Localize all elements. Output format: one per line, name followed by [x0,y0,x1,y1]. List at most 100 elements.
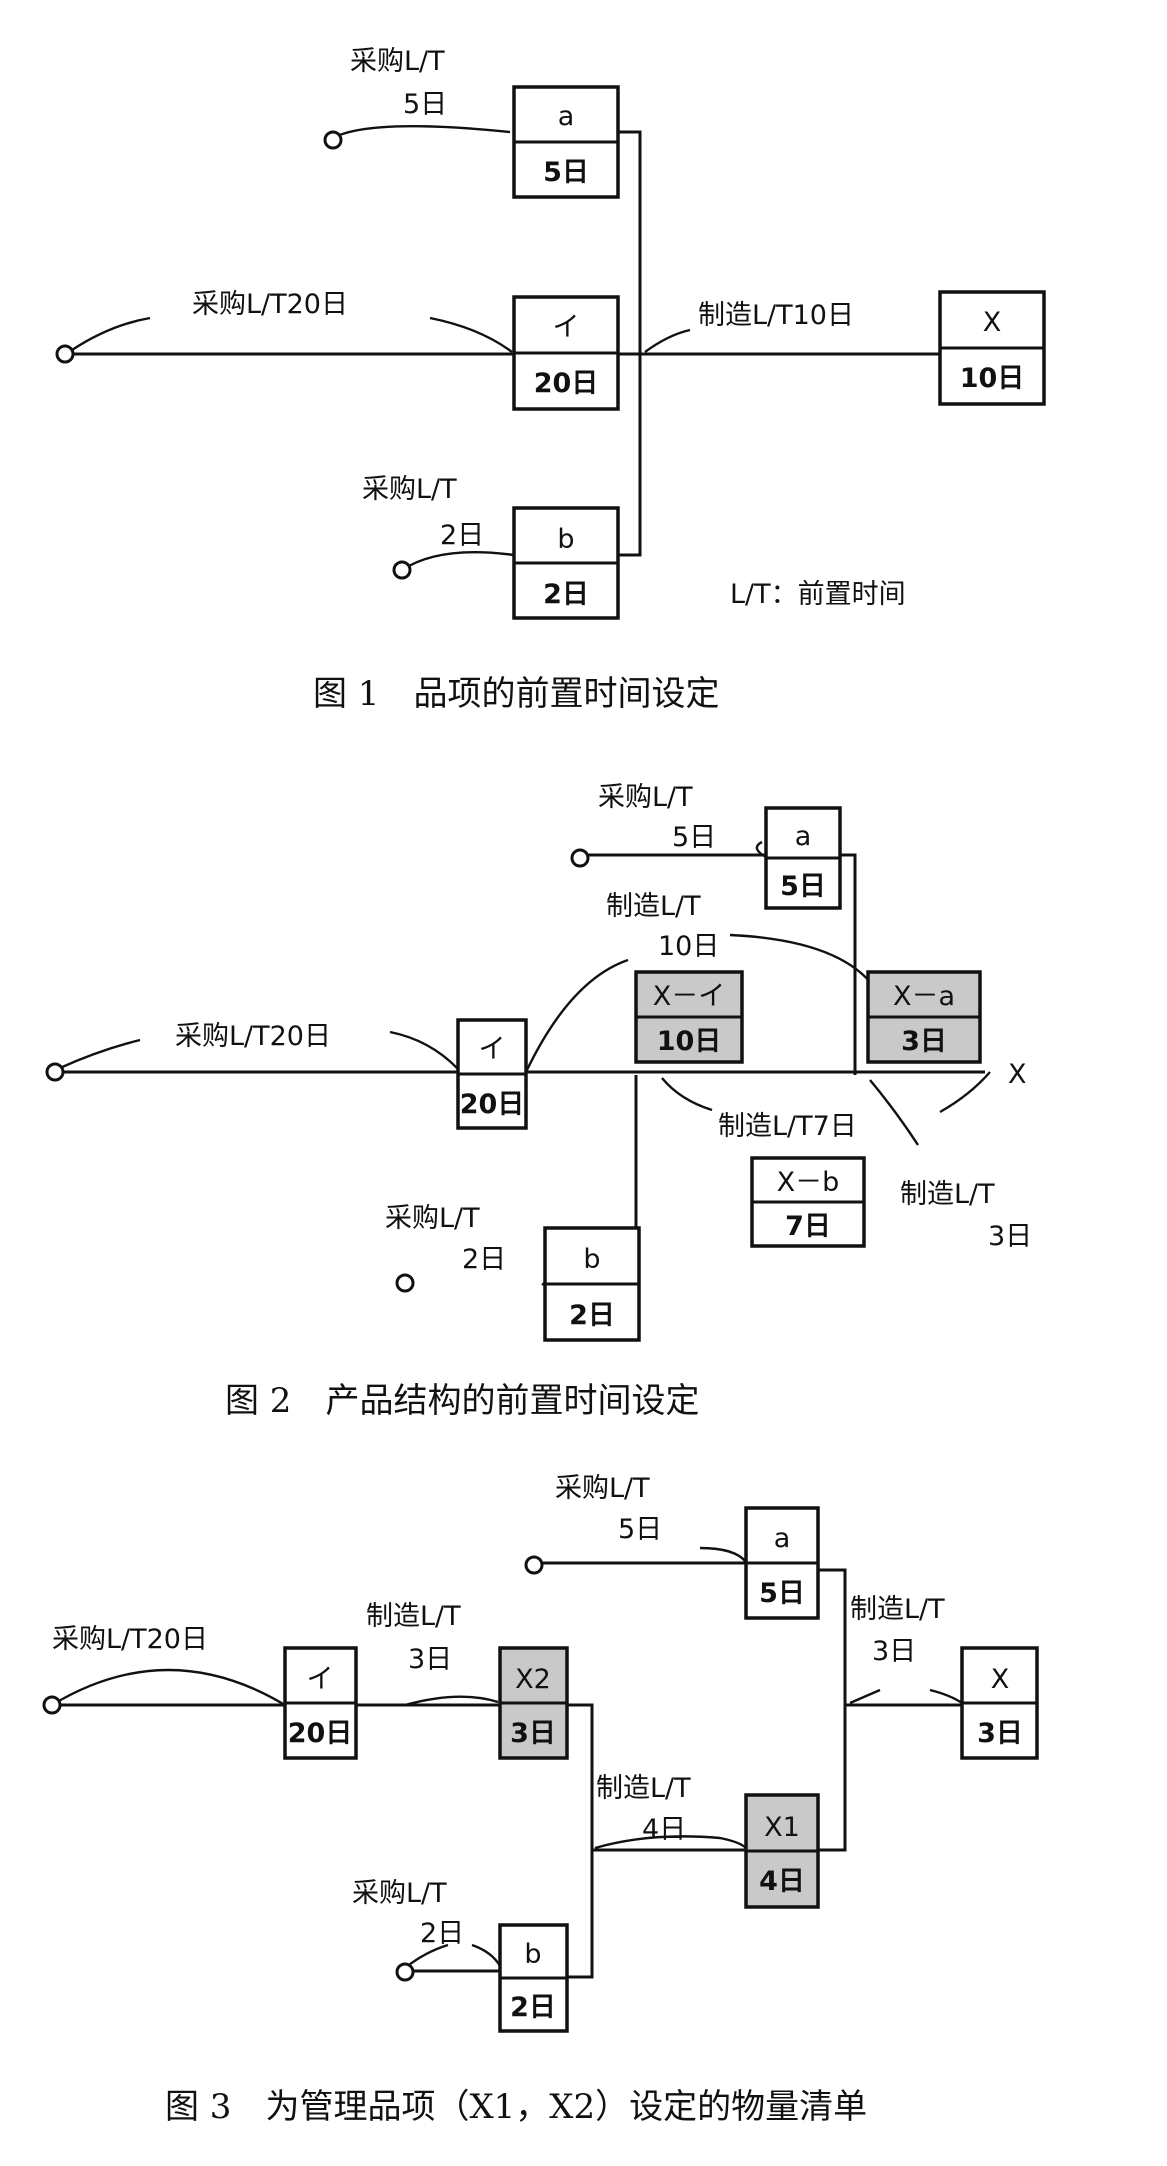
fig3-box-x2-name: X2 [515,1664,551,1695]
fig2-label-b-lt-line2: 2日 [462,1244,506,1275]
fig2-box-xb: X－b 7日 [750,1156,866,1248]
fig1-legend: L/T：前置时间 [730,579,906,610]
fig3-box-x1-days: 4日 [759,1866,805,1897]
fig1-wire-a [618,130,642,557]
fig3-box-a-days: 5日 [759,1578,805,1609]
fig2-leader-i [59,1038,141,1070]
fig1-leader-i [71,316,151,352]
fig3-box-x2-days: 3日 [510,1718,556,1749]
fig3-caption: 图 3 为管理品项（X1，X2）设定的物量清单 [165,2087,867,2127]
fig3-label-b-lt-line2: 2日 [420,1918,464,1949]
fig2-box-a: a 5日 [764,806,842,910]
fig2-box-i-days: 20日 [460,1089,525,1120]
fig2-label-xa-lt-line1: 制造L/T [900,1179,995,1210]
fig1-wire-b-in [401,550,515,572]
fig2-start-node-b [395,1273,415,1293]
fig3-label-a-lt-line1: 采购L/T [555,1473,650,1504]
fig2-label-xi-lt-line2: 10日 [658,931,719,962]
fig2-box-i-name: イ [479,1034,506,1065]
fig2-leader-i2 [389,1030,459,1070]
fig2-leader-end2 [869,1079,920,1146]
fig1-box-b: b 2日 [512,506,620,620]
fig1-start-node-b [392,560,412,580]
fig3-leader-x [849,1688,963,1705]
fig3-box-x-name: X [991,1664,1010,1695]
fig2-box-xa-days: 3日 [901,1026,947,1057]
fig3-wire-x2-x1 [565,1703,594,1979]
fig1-box-a-days: 5日 [543,157,589,188]
fig2-label-xa-lt-line2: 3日 [988,1221,1032,1252]
fig2-label-x-end: X [1008,1059,1027,1090]
fig3-box-x-days: 3日 [977,1718,1023,1749]
fig2-start-node-a [570,848,590,868]
fig3-wire-x1-x [818,1568,847,1852]
fig1-label-a-lt-line2: 5日 [403,89,447,120]
fig3-label-a-lt-line2: 5日 [618,1514,662,1545]
fig3-label-x1-lt-line2: 4日 [642,1814,686,1845]
fig1-box-a-name: a [558,101,575,132]
fig3-box-b-days: 2日 [510,1992,556,2023]
fig3-leader-a [699,1546,747,1563]
fig2-leader-xa [729,933,876,989]
fig3-start-node-a [524,1555,544,1575]
fig1-leader-i2 [429,316,513,353]
fig2-box-xb-days: 7日 [785,1211,831,1242]
fig2-label-xb-lt: 制造L/T7日 [718,1111,857,1142]
fig2-box-xb-name: X－b [777,1167,840,1198]
figure-2: a 5日 イ 20日 X－イ 10日 X－a 3日 X－b [45,782,1032,1421]
fig2-leader-xb [661,1077,713,1112]
fig3-box-b-name: b [524,1939,541,1970]
fig1-label-a-lt-line1: 采购L/T [350,46,445,77]
fig3-box-x: X 3日 [960,1646,1039,1760]
figure-3: a 5日 イ 20日 X2 3日 X 3日 X1 4日 [42,1473,1039,2127]
fig3-start-node-i [42,1695,62,1715]
fig1-box-x-name: X [983,307,1002,338]
fig3-wire-i-arc [51,1668,286,1707]
fig1-wire-a-in [332,125,511,140]
fig2-box-i: イ 20日 [456,1018,528,1130]
fig1-box-x-days: 10日 [960,363,1025,394]
fig1-box-i-name: イ [553,312,580,343]
fig1-caption: 图 1 品项的前置时间设定 [313,674,719,714]
fig3-box-x2: X2 3日 [498,1646,569,1760]
fig3-box-x1: X1 4日 [744,1793,820,1909]
fig3-box-b: b 2日 [498,1923,569,2033]
fig2-label-b-lt-line1: 采购L/T [385,1203,480,1234]
fig1-box-x: X 10日 [938,290,1046,406]
fig3-label-x-lt-line2: 3日 [872,1636,916,1667]
fig3-label-i-lt: 采购L/T20日 [52,1624,208,1655]
fig3-leader-x2 [404,1695,499,1707]
fig2-box-xa: X－a 3日 [866,970,982,1064]
fig1-label-b-lt-line2: 2日 [440,520,484,551]
fig2-box-a-days: 5日 [780,871,826,902]
fig1-box-i-days: 20日 [534,368,599,399]
fig1-box-a: a 5日 [512,85,620,199]
fig3-box-a-name: a [774,1523,791,1554]
fig3-box-i-days: 20日 [288,1718,353,1749]
fig2-label-xi-lt-line1: 制造L/T [606,891,701,922]
fig2-start-node-i [45,1062,65,1082]
fig2-caption: 图 2 产品结构的前置时间设定 [225,1381,699,1421]
fig3-box-i-name: イ [307,1664,334,1695]
fig2-label-a-lt-line2: 5日 [672,822,716,853]
fig2-box-a-name: a [795,821,812,852]
fig1-box-i: イ 20日 [512,295,620,411]
fig2-box-b: b 2日 [543,1226,641,1342]
fig2-wire-a-in [755,840,767,859]
fig1-box-b-name: b [557,524,574,555]
fig2-leader-xi [524,958,629,1073]
fig2-box-xi-days: 10日 [657,1026,722,1057]
fig2-box-xa-name: X－a [893,981,955,1012]
fig1-start-node-a [323,130,343,150]
fig3-leader-x1 [594,1835,747,1850]
fig1-label-b-lt-line1: 采购L/T [362,474,457,505]
fig3-label-x2-lt-line1: 制造L/T [366,1601,461,1632]
fig3-label-x1-lt-line1: 制造L/T [596,1773,691,1804]
fig1-label-i-lt: 采购L/T20日 [192,289,348,320]
figure-1: a 5日 イ 20日 b 2日 X 10日 采购L/T 5日 采购L/T20日 … [55,46,1046,714]
fig3-label-x-lt-line1: 制造L/T [850,1594,945,1625]
fig3-box-i: イ 20日 [283,1646,358,1760]
fig2-label-a-lt-line1: 采购L/T [598,782,693,813]
fig3-start-node-b [395,1962,415,1982]
